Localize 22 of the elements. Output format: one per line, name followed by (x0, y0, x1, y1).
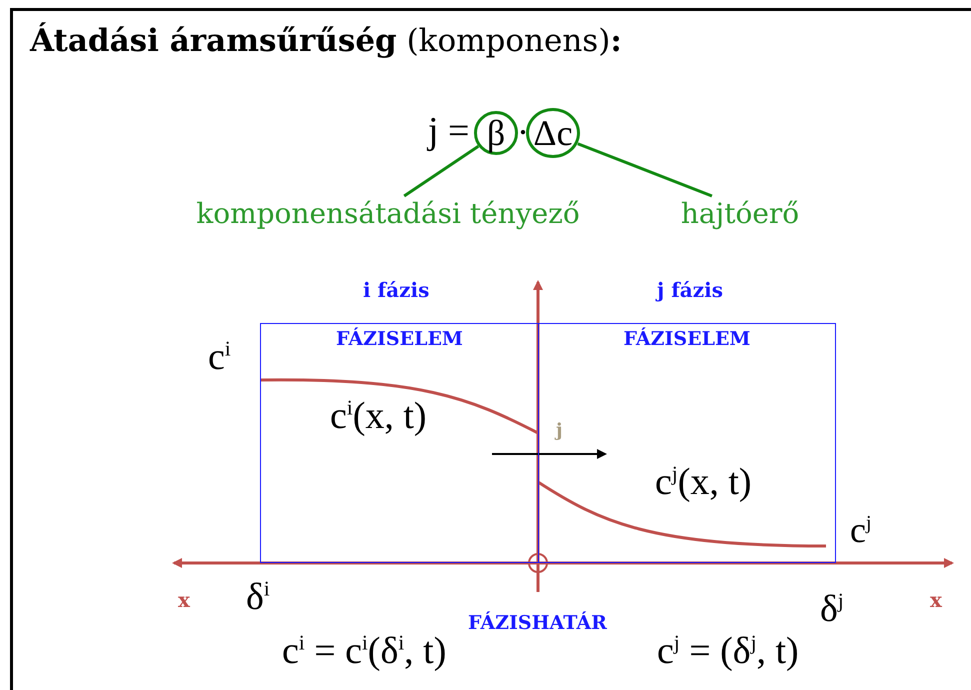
curve-label: c$^{j}$(x, t) (655, 463, 752, 501)
highlighted-symbol: Δc (526, 108, 580, 158)
axis-label: δ$^{i}$ (246, 578, 270, 616)
axis-label: x (178, 590, 190, 610)
formula-text: · (517, 114, 529, 150)
phase-label: j fázis (657, 280, 723, 300)
formula-text: c$^{j}$ = (δ$^{j}$, t) (657, 632, 799, 670)
formula-text: j = (428, 112, 470, 150)
axis-label: c$^{j}$ (850, 512, 872, 548)
leader-line (577, 142, 712, 198)
leader-line (403, 144, 480, 198)
formula-text: c$^{i}$ = c$^{i}$(δ$^{i}$, t) (282, 632, 446, 670)
axis-label: x (930, 590, 942, 610)
flux-arrow (492, 449, 607, 459)
highlighted-symbol: β (474, 111, 518, 155)
phase-label: i fázis (363, 280, 430, 300)
annotation-text: hajtóerő (678, 196, 802, 232)
annotation-text: komponensátadási tényező (192, 196, 584, 232)
axis-label: c$^{i}$ (208, 338, 231, 376)
axis-label: δ$^{j}$ (820, 590, 844, 628)
edge-label: j (556, 422, 563, 440)
curve-label: c$^{i}$(x, t) (330, 397, 427, 435)
